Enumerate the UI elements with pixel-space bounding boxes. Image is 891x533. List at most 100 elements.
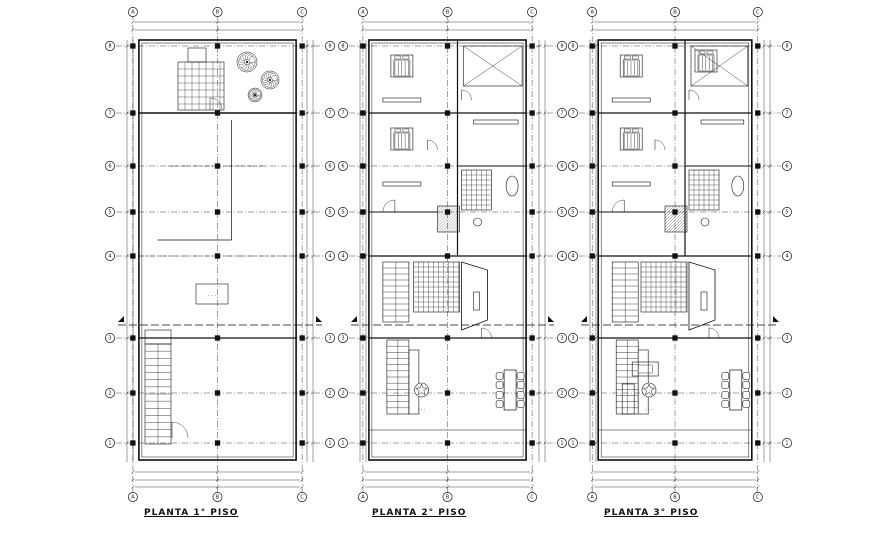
dimension-tick xyxy=(594,164,598,168)
column xyxy=(444,163,451,169)
axis-bubble-top-A-text: A xyxy=(131,9,135,15)
axis-bubble-left-1-text: 1 xyxy=(341,440,344,446)
axis-bubble-right-8-circle xyxy=(782,41,792,51)
column xyxy=(589,110,595,116)
dimension-tick xyxy=(300,478,304,482)
axis-bubble-left-5-circle xyxy=(338,207,348,217)
dimension-tick xyxy=(762,210,766,214)
axis-bubble-top-C: C xyxy=(297,7,308,17)
dimension-tick xyxy=(300,28,304,32)
dimension-tick xyxy=(305,44,309,48)
door-kitchen xyxy=(209,97,223,111)
dimension-tick xyxy=(594,336,598,340)
dimension-tick xyxy=(361,470,365,474)
dimension-tick xyxy=(768,111,772,115)
dimension-tick xyxy=(543,441,547,445)
axis-bubble-right-7: 7 xyxy=(325,108,335,118)
dimension-tick xyxy=(361,20,365,24)
dimension-tick xyxy=(215,478,220,482)
axis-bubble-top-C-circle xyxy=(527,7,538,17)
dimension-tick xyxy=(537,254,541,258)
axis-bubble-top-A-circle xyxy=(587,7,598,17)
garden-tree-3 xyxy=(247,87,263,103)
column xyxy=(444,43,451,49)
axis-bubble-bottom-B-text: B xyxy=(216,494,220,500)
axis-bubble-right-8-text: 8 xyxy=(785,43,788,49)
axis-bubble-right-8-text: 8 xyxy=(560,43,563,49)
column xyxy=(755,163,761,169)
axis-bubble-left-6: 6 xyxy=(105,161,115,171)
axis-bubble-left-8: 8 xyxy=(338,41,348,51)
column xyxy=(214,440,221,446)
stair-rail xyxy=(408,349,420,415)
axis-bubble-left-1: 1 xyxy=(568,438,578,448)
axis-bubble-bottom-B: B xyxy=(442,492,453,502)
column xyxy=(360,253,366,259)
axis-bubble-right-2-text: 2 xyxy=(785,390,788,396)
column xyxy=(589,440,595,446)
column xyxy=(299,110,305,116)
shaft-cross xyxy=(690,45,748,87)
dimension-tick xyxy=(215,470,220,474)
column xyxy=(214,209,221,215)
axis-bubble-right-1: 1 xyxy=(782,438,792,448)
axis-bubble-left-4-text: 4 xyxy=(571,253,574,259)
tile-floor-bath xyxy=(177,61,225,111)
column xyxy=(755,110,761,116)
dimension-tick xyxy=(768,391,772,395)
dimension-tick xyxy=(311,164,315,168)
axis-bubble-right-1: 1 xyxy=(325,438,335,448)
axis-bubble-left-7-text: 7 xyxy=(341,110,344,116)
armchair xyxy=(621,383,635,415)
bed-2 xyxy=(390,127,414,151)
column xyxy=(130,163,136,169)
dimension-tick xyxy=(673,28,677,32)
column xyxy=(672,440,678,446)
dimension-tick xyxy=(590,478,594,482)
closet-1 xyxy=(382,181,422,187)
axis-bubble-top-C-circle xyxy=(752,7,763,17)
axis-bubble-right-2-circle xyxy=(782,388,792,398)
column xyxy=(214,43,221,49)
axis-bubble-right-6-circle xyxy=(782,161,792,171)
axis-bubble-right-4-text: 4 xyxy=(328,253,331,259)
axis-bubble-right-3-circle xyxy=(557,333,567,343)
axis-bubble-bottom-B-text: B xyxy=(673,494,677,500)
column xyxy=(214,390,221,396)
axis-bubble-top-B-text: B xyxy=(446,9,450,15)
axis-bubble-right-4-text: 4 xyxy=(785,253,788,259)
axis-bubble-top-C-circle xyxy=(297,7,308,17)
axis-bubble-left-2-circle xyxy=(338,388,348,398)
dimension-tick xyxy=(300,470,304,474)
column xyxy=(672,163,678,169)
axis-bubble-left-6-circle xyxy=(105,161,115,171)
label-area xyxy=(195,283,229,305)
axis-bubble-right-7-circle xyxy=(782,108,792,118)
dimension-tick xyxy=(131,470,135,474)
dimension-tick xyxy=(530,478,534,482)
sink xyxy=(473,291,480,311)
axis-bubble-left-3-circle xyxy=(338,333,348,343)
axis-bubble-left-5-text: 5 xyxy=(571,209,574,215)
column xyxy=(130,335,136,341)
axis-bubble-left-3-circle xyxy=(105,333,115,343)
column xyxy=(589,43,595,49)
axis-bubble-left-3-circle xyxy=(568,333,578,343)
axis-bubble-right-3: 3 xyxy=(325,333,335,343)
column xyxy=(130,253,136,259)
column xyxy=(360,335,366,341)
axis-bubble-left-4-circle xyxy=(568,251,578,261)
shaft xyxy=(463,45,523,87)
dimension-tick xyxy=(445,20,450,24)
axis-bubble-top-A-text: A xyxy=(361,9,365,15)
dimension-tick xyxy=(131,20,135,24)
section-mark-left xyxy=(118,316,124,322)
hatch-duct xyxy=(437,205,460,233)
staircase-ground xyxy=(144,343,172,445)
exterior-wall-inner xyxy=(600,42,750,458)
axis-bubble-right-5-text: 5 xyxy=(328,209,331,215)
door-living xyxy=(481,327,492,339)
axis-bubble-right-8-text: 8 xyxy=(328,43,331,49)
axis-bubble-bottom-A: A xyxy=(587,492,598,502)
column xyxy=(755,440,761,446)
